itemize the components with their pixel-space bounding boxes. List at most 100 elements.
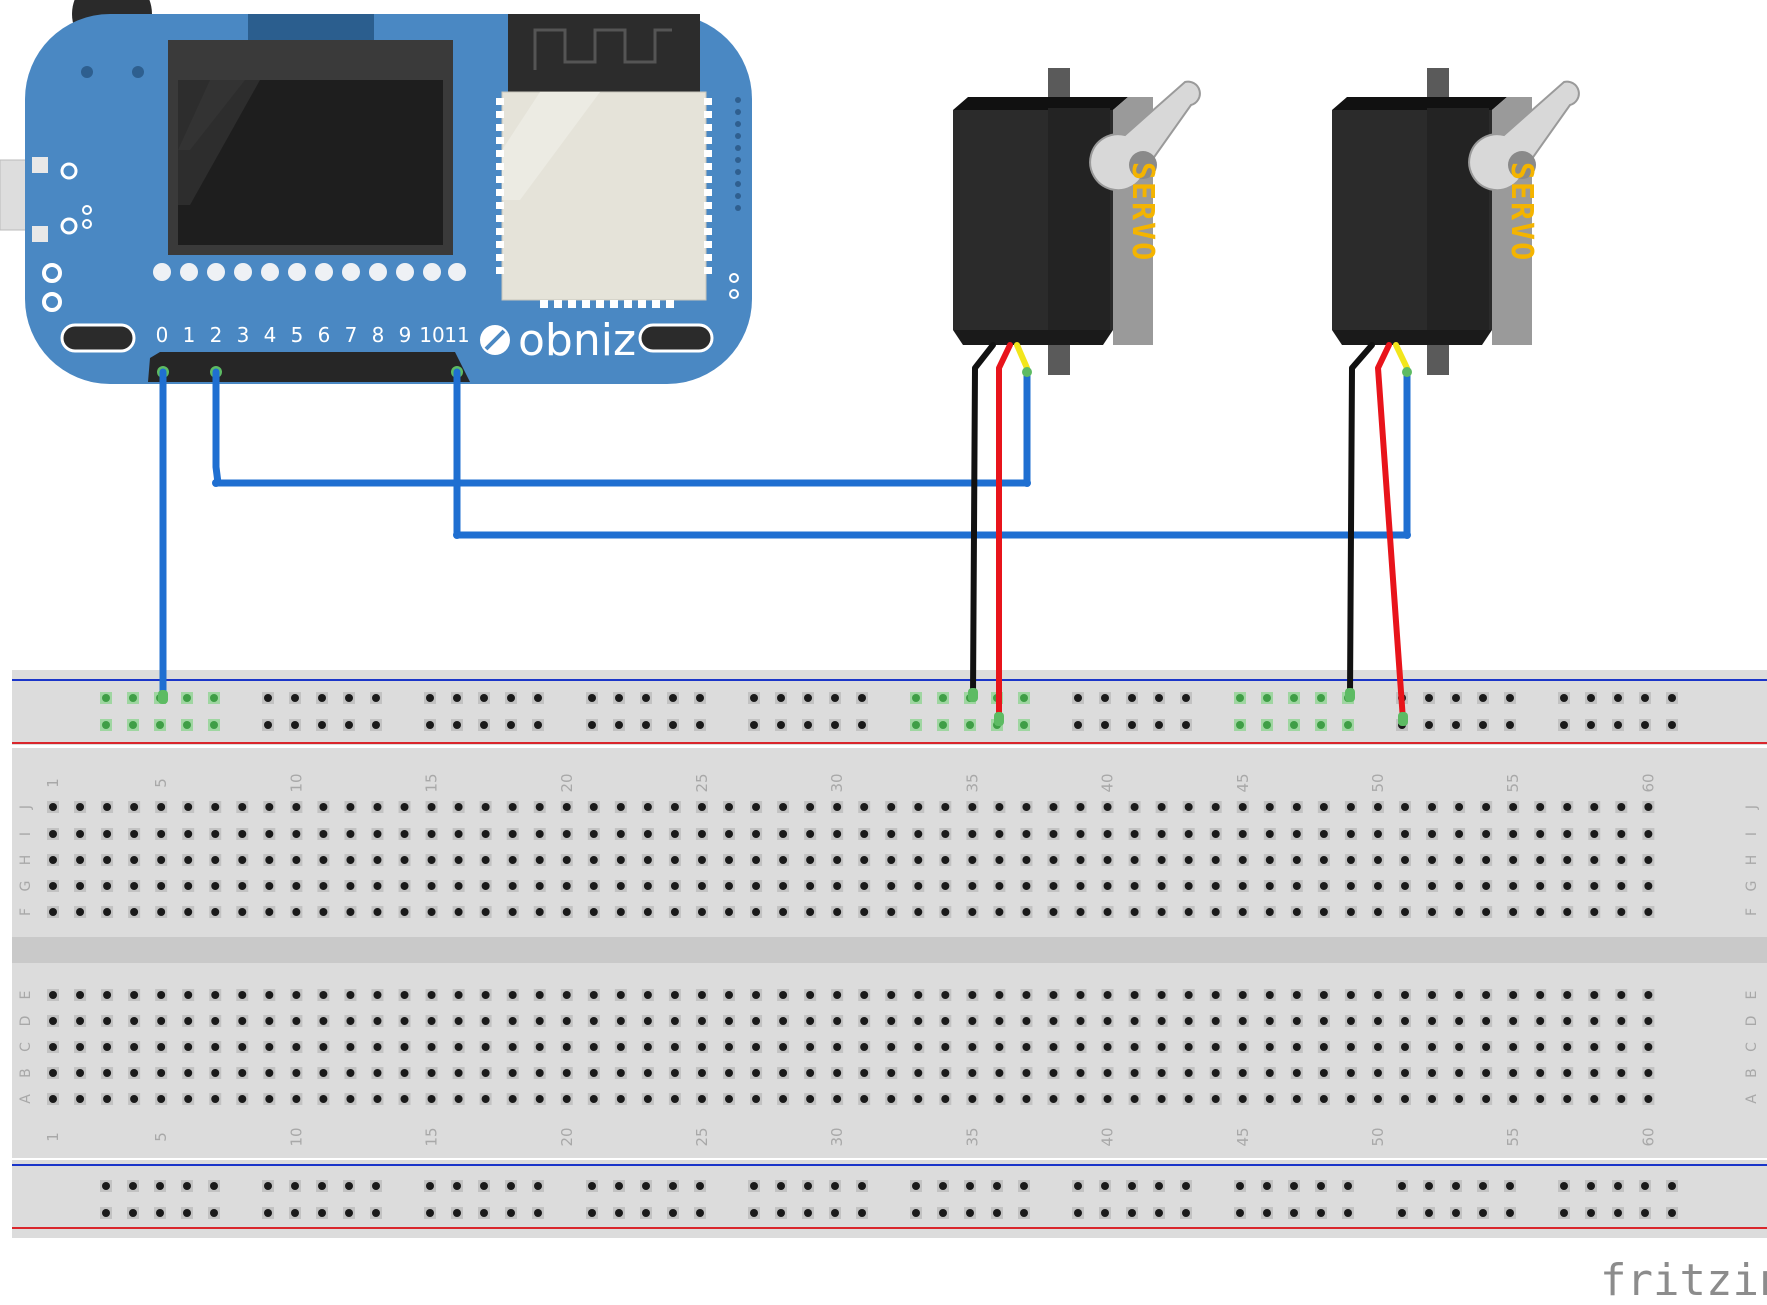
- hole: [1076, 856, 1085, 864]
- hole: [643, 908, 652, 916]
- rail-hole: [831, 721, 839, 729]
- hole: [1590, 1017, 1599, 1025]
- rail-hole: [939, 1182, 947, 1190]
- hole: [995, 1095, 1004, 1103]
- hole: [508, 1043, 517, 1051]
- hole: [670, 1017, 679, 1025]
- rail-hole: [534, 694, 542, 702]
- hole: [1211, 1069, 1220, 1077]
- row-letter: J: [1744, 805, 1760, 810]
- obniz-logo-stroke: [484, 329, 506, 351]
- hole: [508, 856, 517, 864]
- hole: [941, 908, 950, 916]
- hole: [1049, 908, 1058, 916]
- hole: [373, 856, 382, 864]
- rail-hole: [345, 721, 353, 729]
- hole: [481, 882, 490, 890]
- hole: [1563, 803, 1572, 811]
- hole: [1184, 991, 1193, 999]
- hole: [211, 908, 220, 916]
- hole: [1401, 830, 1409, 838]
- servo-label: SERVO: [1504, 162, 1539, 262]
- hole: [1536, 1069, 1545, 1077]
- hole: [1509, 803, 1518, 811]
- hole: [49, 882, 57, 890]
- hole: [373, 882, 382, 890]
- hole: [725, 1069, 733, 1077]
- via: [735, 205, 741, 211]
- hole: [1184, 803, 1193, 811]
- hole: [1022, 882, 1031, 890]
- fritzing-watermark: fritzing: [1600, 1255, 1767, 1305]
- hole: [752, 1095, 761, 1103]
- hole: [1428, 856, 1437, 864]
- pin-label: 10: [419, 323, 444, 347]
- hole: [1049, 1069, 1058, 1077]
- column-number: 50: [1369, 773, 1387, 792]
- hole: [1428, 803, 1437, 811]
- rail-hole: [1101, 721, 1109, 729]
- hole: [1049, 830, 1058, 838]
- rail-hole: [642, 1182, 650, 1190]
- hole: [1211, 1017, 1220, 1025]
- rail-hole: [1317, 1182, 1325, 1190]
- hole: [1373, 991, 1382, 999]
- hole: [725, 803, 733, 811]
- hole: [427, 830, 436, 838]
- hole: [238, 1017, 247, 1025]
- side-button-right-icon: [638, 323, 714, 353]
- hole: [265, 1043, 274, 1051]
- hole: [1536, 830, 1545, 838]
- hole: [211, 1043, 220, 1051]
- module-pad: [540, 300, 548, 308]
- hole: [562, 1017, 571, 1025]
- hole: [643, 1069, 652, 1077]
- rail-hole: [1668, 1209, 1676, 1217]
- hole: [968, 1069, 977, 1077]
- hole: [752, 1069, 761, 1077]
- hole: [1103, 803, 1112, 811]
- hole: [1184, 882, 1193, 890]
- hole: [1455, 1017, 1464, 1025]
- hole: [914, 1017, 923, 1025]
- hole: [725, 1043, 733, 1051]
- rail-hole: [1155, 721, 1163, 729]
- hole: [49, 991, 57, 999]
- hole: [1130, 1069, 1139, 1077]
- hole: [1590, 991, 1599, 999]
- hole: [1428, 1069, 1437, 1077]
- wire-joint: [212, 479, 220, 487]
- rail-hole: [183, 1209, 191, 1217]
- rail-hole: [480, 1209, 488, 1217]
- hole: [725, 882, 733, 890]
- hole: [643, 856, 652, 864]
- hole: [76, 882, 85, 890]
- hole: [779, 908, 788, 916]
- hole: [1157, 1043, 1166, 1051]
- hole: [589, 908, 598, 916]
- hole: [697, 856, 706, 864]
- hole: [968, 1017, 977, 1025]
- hole: [184, 856, 193, 864]
- hole: [1103, 1069, 1112, 1077]
- module-pad: [496, 98, 504, 105]
- module-pad: [496, 215, 504, 222]
- row-letter: D: [1744, 1016, 1760, 1027]
- via: [735, 109, 741, 115]
- hole: [1563, 1043, 1572, 1051]
- hole: [508, 803, 517, 811]
- hole: [319, 991, 328, 999]
- rail-hole: [1128, 694, 1136, 702]
- rail-hole: [1479, 1182, 1487, 1190]
- column-number: 1: [44, 1132, 62, 1142]
- hole: [346, 830, 355, 838]
- hole: [1563, 830, 1572, 838]
- hole: [941, 830, 950, 838]
- hole: [76, 991, 85, 999]
- hole: [1157, 830, 1166, 838]
- hole: [1455, 908, 1464, 916]
- hole: [941, 991, 950, 999]
- hole: [806, 803, 815, 811]
- breadboard-terminal-holes: [47, 801, 1655, 1105]
- hole: [535, 908, 544, 916]
